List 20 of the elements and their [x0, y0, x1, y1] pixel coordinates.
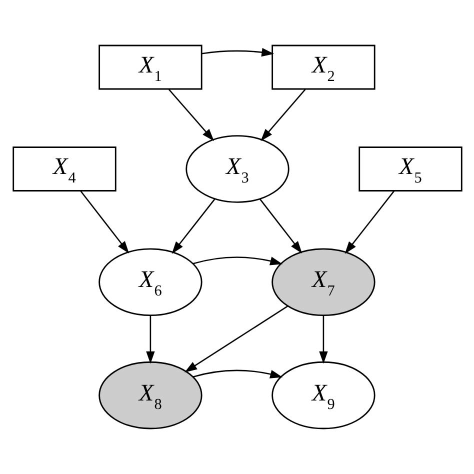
- arrow: [201, 48, 274, 57]
- node-box: X$_{2}$: [271, 44, 375, 90]
- node-box: X$_{1}$: [98, 44, 202, 90]
- arrow: [260, 89, 306, 142]
- node-box: X$_{5}$: [358, 146, 462, 192]
- arrow: [192, 370, 282, 378]
- node-ellipse: X$_{6}$: [98, 248, 202, 316]
- arrow: [171, 198, 215, 254]
- arrow: [318, 315, 328, 364]
- arrow: [168, 89, 214, 142]
- arrow: [146, 315, 154, 364]
- node-ellipse: X$_{9}$: [271, 361, 375, 430]
- arrow: [80, 190, 129, 254]
- arrow: [258, 198, 302, 254]
- arrow: [192, 256, 282, 266]
- node-box: X$_{4}$: [12, 146, 116, 192]
- node-ellipse: X$_{3}$: [185, 135, 289, 203]
- arrow: [184, 306, 288, 372]
- arrow: [344, 190, 394, 254]
- node-ellipse: X$_{7}$: [271, 248, 375, 316]
